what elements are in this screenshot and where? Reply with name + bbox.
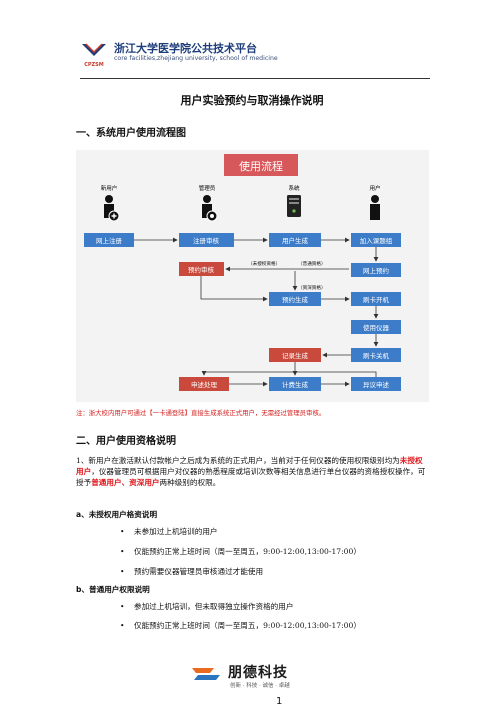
svg-text:异议申述: 异议申述 <box>363 380 390 389</box>
node-user-generate <box>269 233 321 247</box>
sub-a-title: a、未授权用户格资说明 <box>76 510 158 519</box>
header-subtitle: core facilities,zhejiang university, sch… <box>114 55 278 62</box>
node-card-on <box>351 292 401 306</box>
flowchart: 使用流程 新用户 管理员 系统 用户 网上 <box>76 150 429 402</box>
platform-logo-icon: CPZSM <box>82 43 106 68</box>
node-booking-generate <box>269 292 321 306</box>
lane-user: 用户 <box>369 184 380 192</box>
node-register-online <box>84 233 134 247</box>
list-item: •参加过上机培训，但未取得独立操作资格的用户 <box>120 602 294 611</box>
svg-text:预约生成: 预约生成 <box>282 295 309 304</box>
header-rule <box>80 78 430 79</box>
page-number: 1 <box>276 696 283 707</box>
section-2-heading: 二、用户使用资格说明 <box>76 436 176 447</box>
svg-text:申述处理: 申述处理 <box>191 380 218 389</box>
sub-b-title: b、普通用户权限说明 <box>76 585 150 594</box>
edge-label-senior: （资深资格） <box>298 284 326 291</box>
list-item: •未参加过上机培训的用户 <box>120 527 218 536</box>
eligibility-paragraph: 1、新用户在激活默认付款帐户之后成为系统的正式用户，当前对于任何仪器的使用权限级… <box>76 456 426 488</box>
svg-text:网上预约: 网上预约 <box>363 266 389 275</box>
node-register-review <box>179 233 234 247</box>
edge-label-unauthorized: （未授权资格） <box>248 260 280 267</box>
lane-admin: 管理员 <box>199 184 216 192</box>
admin-icon <box>202 195 218 222</box>
node-online-booking <box>351 263 401 277</box>
node-appeal-handle <box>179 377 229 391</box>
svg-text:用户生成: 用户生成 <box>282 236 309 245</box>
svg-text:预约审核: 预约审核 <box>188 265 215 274</box>
svg-text:刷卡开机: 刷卡开机 <box>363 295 390 304</box>
footer-brand: 朋德科技 创新 · 科技 · 诚信 · 卓越 <box>190 662 310 694</box>
node-card-off <box>351 348 401 362</box>
user-icon <box>370 195 380 220</box>
header-title: 浙江大学医学院公共技术平台 <box>114 42 257 55</box>
svg-text:计费生成: 计费生成 <box>282 380 309 389</box>
svg-text:使用仪器: 使用仪器 <box>363 323 390 332</box>
node-join-group <box>351 233 401 247</box>
lane-system: 系统 <box>288 184 300 192</box>
svg-text:加入课题组: 加入课题组 <box>360 236 393 245</box>
svg-text:刷卡关机: 刷卡关机 <box>363 351 390 360</box>
section-1-heading: 一、系统用户使用流程图 <box>76 128 186 139</box>
node-dispute-appeal <box>351 377 401 391</box>
svg-text:记录生成: 记录生成 <box>282 351 309 360</box>
node-record-generate <box>269 348 321 362</box>
new-user-icon <box>104 195 120 222</box>
company-logo-icon <box>192 668 220 680</box>
node-booking-review <box>179 262 224 276</box>
node-use-instrument <box>351 320 401 334</box>
flowchart-note: 注：浙大校内用户可通过【一卡通登陆】直接生成系统正式用户，无需经过管理员审核。 <box>76 409 326 417</box>
flow-banner-text: 使用流程 <box>239 159 283 173</box>
company-name: 朋德科技 <box>228 665 288 681</box>
edge-label-normal: （普通资格） <box>298 260 326 267</box>
page-title: 用户实验预约与取消操作说明 <box>180 94 324 107</box>
svg-text:网上注册: 网上注册 <box>96 236 123 245</box>
company-slogan: 创新 · 科技 · 诚信 · 卓越 <box>230 683 290 689</box>
node-fee-generate <box>269 377 321 391</box>
list-item: •预约需要仪器管理员审核通过才能使用 <box>120 567 264 576</box>
logo-abbr: CPZSM <box>84 62 104 68</box>
header: CPZSM 浙江大学医学院公共技术平台 core facilities,zhej… <box>80 40 430 68</box>
flow-banner <box>224 154 298 176</box>
svg-text:注册审核: 注册审核 <box>193 236 220 245</box>
list-item: •仅能预约正常上班时间（周一至周五，9:00-12:00,13:00-17:00… <box>120 621 361 630</box>
server-icon <box>287 195 301 217</box>
lane-new-user: 新用户 <box>101 184 118 192</box>
list-item: •仅能预约正常上班时间（周一至周五，9:00-12:00,13:00-17:00… <box>120 547 361 556</box>
